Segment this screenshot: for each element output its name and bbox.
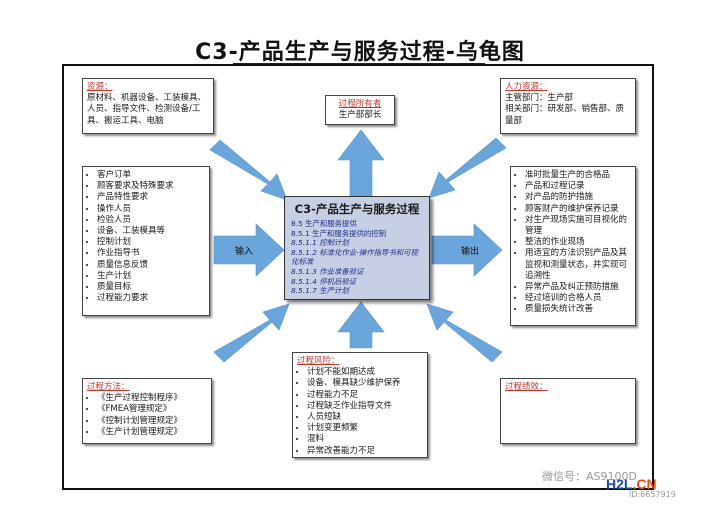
risk-item: 异常改善能力不足	[307, 446, 423, 457]
risks-box: 过程风险： 计划不能如期达成 设备、模具缺少维护保养 过程能力不足 过程缺乏作业…	[292, 352, 428, 458]
risk-item: 人员短缺	[307, 412, 423, 423]
page-title: C3-产品生产与服务过程-乌龟图	[195, 40, 525, 65]
methods-list: 《生产过程控制程序》 《FMEA管理规定》 《控制计划管理规定》 《生产计划管理…	[87, 393, 207, 438]
input-item: 过程能力要求	[97, 293, 205, 304]
output-item: 产品和过程记录	[525, 181, 631, 192]
performance-heading: 过程绩效：	[505, 382, 548, 392]
risks-list: 计划不能如期达成 设备、模具缺少维护保养 过程能力不足 过程缺乏作业指导文件 人…	[297, 367, 423, 457]
method-item: 《生产计划管理规定》	[97, 427, 207, 438]
method-item: 《FMEA管理规定》	[97, 404, 207, 415]
wechat-watermark: 微信号：AS9100D	[542, 470, 637, 483]
outputs-box: 准时批量生产的合格品 产品和过程记录 对产品的防护措施 顾客财产的维护保养记录 …	[510, 166, 636, 326]
input-item: 质量目标	[97, 282, 205, 293]
output-item: 准时批量生产的合格品	[525, 170, 631, 181]
input-item: 操作人员	[97, 204, 205, 215]
arrow-up-risks	[337, 301, 385, 349]
output-item: 质量损失统计改善	[525, 304, 631, 315]
output-item: 整洁的作业现场	[525, 237, 631, 248]
center-clause: 8.5.1.1 控制计划	[291, 238, 349, 248]
input-item: 作业指导书	[97, 248, 205, 259]
arrow-output	[431, 223, 503, 277]
input-item: 设备、工装模具等	[97, 226, 205, 237]
risk-item: 混料	[307, 434, 423, 445]
process-owner-box: 过程所有者 生产部部长	[325, 95, 395, 125]
logo-part: CN	[636, 476, 657, 492]
output-label: 输出	[460, 247, 479, 257]
center-clause: 8.5 生产和服务提供	[291, 219, 357, 228]
arrow-diag-methods	[213, 303, 290, 363]
risk-item: 过程能力不足	[307, 390, 423, 401]
output-item: 异常产品及纠正预防措施	[525, 282, 631, 293]
performance-box: 过程绩效：	[500, 378, 636, 444]
inputs-box: 客户订单 顾客要求及特殊要求 产品特性要求 操作人员 检验人员 设备、工装模具等…	[82, 166, 210, 316]
arrow-diag-hr	[428, 137, 507, 199]
arrow-up-owner	[337, 129, 385, 197]
methods-heading: 过程方法：	[87, 382, 130, 392]
input-item: 客户订单	[97, 170, 205, 181]
output-item: 对产品的防护措施	[525, 192, 631, 203]
process-owner-content: 生产部部长	[338, 110, 382, 121]
human-resources-line-1: 主管部门：生产部	[505, 93, 574, 104]
resources-box: 资源： 原材料、机器设备、工装模具、人员、指导文件、检测设备/工具、搬运工具、电…	[82, 78, 214, 134]
resources-content: 原材料、机器设备、工装模具、人员、指导文件、检测设备/工具、搬运工具、电脑	[87, 93, 207, 126]
risk-item: 设备、模具缺少维护保养	[307, 378, 423, 389]
human-resources-heading: 人力资源：	[505, 82, 548, 92]
input-item: 检验人员	[97, 215, 205, 226]
center-clause: 8.5.1.3 作业准备验证	[291, 266, 364, 276]
human-resources-line-2: 相关部门：研发部、销售部、质量部	[505, 104, 625, 126]
h2l-logo: H2L.CN	[606, 476, 657, 492]
arrow-input	[213, 223, 285, 277]
method-item: 《控制计划管理规定》	[97, 416, 207, 427]
input-item: 顾客要求及特殊要求	[97, 181, 205, 192]
center-clause: 8.5.1 生产和服务提供的控制	[291, 228, 387, 238]
input-label: 输入	[234, 247, 253, 257]
outputs-list: 准时批量生产的合格品 产品和过程记录 对产品的防护措施 顾客财产的维护保养记录 …	[515, 170, 631, 316]
input-item: 控制计划	[97, 237, 205, 248]
arrow-diag-performance	[426, 303, 503, 363]
resources-heading: 资源：	[87, 82, 113, 92]
output-item: 用适宜的方法识别产品及其监视和测量状态，并实现可追溯性	[525, 248, 631, 282]
method-item: 《生产过程控制程序》	[97, 393, 207, 404]
output-item: 顾客财产的维护保养记录	[525, 204, 631, 215]
wechat-id: ID:6657919	[629, 490, 676, 499]
human-resources-box: 人力资源： 主管部门：生产部 相关部门：研发部、销售部、质量部	[500, 78, 636, 134]
risk-item: 计划变更频繁	[307, 423, 423, 434]
center-clause: 8.5.1.7 生产计划	[291, 286, 349, 296]
center-clause: 8.5.1.2 标准化作业-操作指导书和可视化标准	[291, 247, 418, 267]
logo-part: .	[632, 476, 637, 492]
center-title: C3-产品生产与服务过程	[294, 202, 420, 216]
center-clause: 8.5.1.4 停机后验证	[291, 276, 357, 286]
risk-item: 过程缺乏作业指导文件	[307, 401, 423, 412]
output-item: 对生产现场实施可目视化的管理	[525, 215, 631, 237]
input-item: 质量信息反馈	[97, 260, 205, 271]
methods-box: 过程方法： 《生产过程控制程序》 《FMEA管理规定》 《控制计划管理规定》 《…	[82, 378, 212, 444]
inputs-list: 客户订单 顾客要求及特殊要求 产品特性要求 操作人员 检验人员 设备、工装模具等…	[87, 170, 205, 304]
process-owner-heading: 过程所有者	[338, 99, 382, 109]
input-item: 生产计划	[97, 271, 205, 282]
output-item: 经过培训的合格人员	[525, 293, 631, 304]
risk-item: 计划不能如期达成	[307, 367, 423, 378]
risks-heading: 过程风险：	[297, 356, 340, 366]
logo-part: H2L	[606, 476, 633, 492]
input-item: 产品特性要求	[97, 192, 205, 203]
center-process-box: C3-产品生产与服务过程 8.5 生产和服务提供 8.5.1 生产和服务提供的控…	[284, 196, 430, 300]
arrow-diag-resources	[209, 139, 288, 201]
